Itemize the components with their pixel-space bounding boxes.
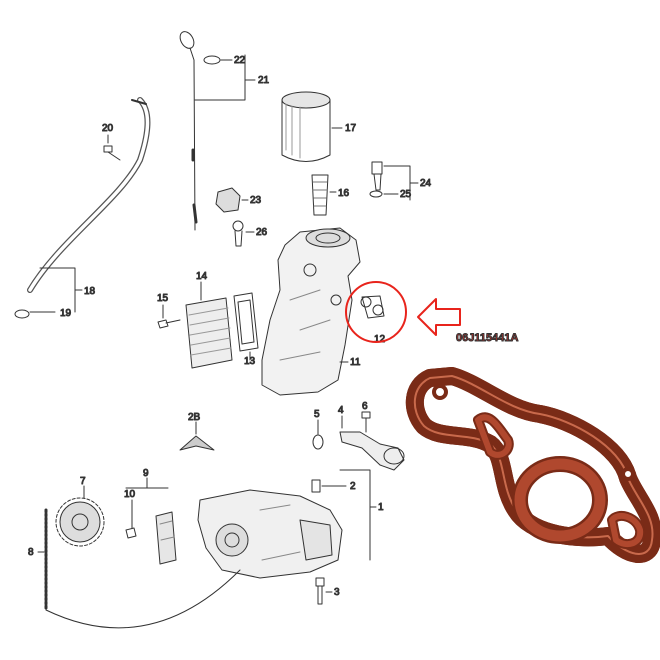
callout-25: 25 [400, 189, 412, 200]
callout-5: 5 [314, 409, 320, 420]
chain-8 [37, 508, 241, 629]
callout-6: 6 [362, 401, 368, 412]
dipstick [179, 31, 198, 231]
callout-4: 4 [338, 405, 344, 416]
callout-14: 14 [196, 271, 208, 282]
callout-13: 13 [244, 356, 256, 367]
circle-highlight-icon [345, 281, 407, 343]
plug-26 [232, 220, 255, 247]
bolt-15 [157, 304, 181, 329]
bracket-2b [179, 421, 215, 451]
oring-5 [312, 419, 324, 450]
gasket-12 [360, 295, 385, 319]
callout-21: 21 [258, 75, 270, 86]
callout-2: 2 [350, 481, 356, 492]
temperature-sensor [369, 161, 419, 201]
callout-24: 24 [420, 178, 432, 189]
callout-12: 12 [374, 334, 386, 345]
oil-cooler [185, 281, 233, 369]
bracket-21 [194, 54, 256, 101]
bracket-9 [125, 477, 169, 489]
callout-22: 22 [234, 55, 246, 66]
callout-19: 19 [60, 308, 72, 319]
gasket-photo [415, 367, 660, 554]
arrow-left-icon [417, 298, 461, 336]
cooler-gasket [233, 292, 259, 361]
callout-26: 26 [256, 227, 268, 238]
callout-9: 9 [143, 468, 149, 479]
dipstick-oring [203, 55, 233, 65]
sprocket-7 [55, 485, 105, 547]
callout-20: 20 [102, 123, 114, 134]
bracket-18 [39, 267, 83, 313]
oil-filter-housing [261, 227, 361, 396]
oil-pressure-switch [215, 187, 249, 213]
oil-pump [197, 489, 343, 579]
callout-10: 10 [124, 489, 136, 500]
part-number-label: 06J115441A [456, 332, 518, 344]
bracket-1 [339, 469, 377, 561]
callout-3: 3 [334, 587, 340, 598]
callout-18: 18 [84, 286, 96, 297]
sleeve-2 [311, 479, 347, 493]
callout-15: 15 [157, 293, 169, 304]
guide-tube [27, 97, 151, 293]
filter-element [311, 174, 337, 216]
callout-11: 11 [350, 357, 361, 368]
bolt-3 [315, 577, 333, 605]
bolt-6 [361, 411, 371, 433]
bolt-20 [103, 134, 121, 161]
callout-1: 1 [378, 502, 384, 513]
callout-16: 16 [338, 188, 350, 199]
callout-23: 23 [250, 195, 262, 206]
tube-oring [14, 309, 56, 319]
oil-filter [281, 91, 343, 162]
bolt-10 [125, 499, 137, 539]
tensioner-9 [155, 511, 177, 565]
callout-7: 7 [80, 476, 86, 487]
callout-8: 8 [28, 547, 34, 558]
oil-pickup [339, 415, 405, 471]
callout-17: 17 [345, 123, 357, 134]
callout-2b: 2B [188, 412, 201, 423]
